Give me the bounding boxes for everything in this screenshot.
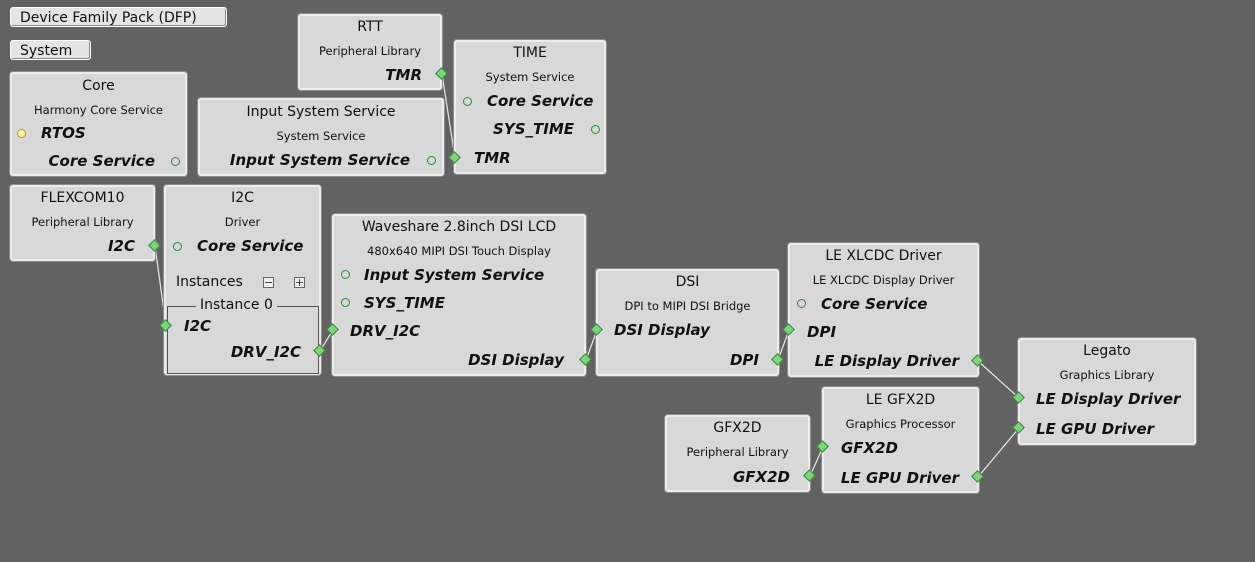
core-service-dependency: Core Service <box>487 92 594 110</box>
dependency-icon[interactable] <box>341 270 350 279</box>
capability-icon[interactable] <box>171 157 180 166</box>
le-display-driver-dependency: LE Display Driver <box>1036 390 1181 408</box>
capability-icon[interactable] <box>427 156 436 165</box>
system-button[interactable]: System <box>10 40 91 60</box>
core-component[interactable]: Core Harmony Core Service RTOS Core Serv… <box>10 72 187 176</box>
tmr-dependency: TMR <box>474 149 511 167</box>
le-gfx2d-component[interactable]: LE GFX2D Graphics Processor GFX2D LE GPU… <box>822 387 979 493</box>
component-title: FLEXCOM10 <box>40 190 125 206</box>
component-title: LE XLCDC Driver <box>825 248 942 264</box>
component-title: LE GFX2D <box>865 392 936 408</box>
component-title: RTT <box>357 19 383 35</box>
remove-instance-button[interactable]: − <box>263 276 274 289</box>
gfx2d-peripheral-component[interactable]: GFX2D Peripheral Library GFX2D <box>665 415 810 492</box>
core-service-dependency: Core Service <box>197 237 304 255</box>
sys-time-dependency: SYS_TIME <box>364 294 445 312</box>
component-subtitle: DPI to MIPI DSI Bridge <box>624 299 751 313</box>
i2c-capability: I2C <box>107 237 135 255</box>
instance-0-label: Instance 0 <box>196 297 277 313</box>
component-subtitle: Peripheral Library <box>686 445 789 459</box>
gfx2d-dependency: GFX2D <box>841 439 899 457</box>
dsi-display-capability: DSI Display <box>468 351 564 369</box>
optional-dependency-icon[interactable] <box>17 129 26 138</box>
gfx2d-capability: GFX2D <box>732 468 790 486</box>
rtt-component[interactable]: RTT Peripheral Library TMR <box>298 14 442 90</box>
legato-component[interactable]: Legato Graphics Library LE Display Drive… <box>1018 338 1196 445</box>
component-subtitle: Graphics Library <box>1059 368 1155 382</box>
component-subtitle: Harmony Core Service <box>34 103 163 117</box>
flexcom10-component[interactable]: FLEXCOM10 Peripheral Library I2C <box>10 185 155 261</box>
component-subtitle: Graphics Processor <box>845 417 956 431</box>
i2c-driver-component[interactable]: I2C Driver Core Service Instances − + In… <box>164 185 321 375</box>
le-gpu-driver-dependency: LE GPU Driver <box>1036 420 1155 438</box>
dependency-icon[interactable] <box>341 298 350 307</box>
i2c-dependency: I2C <box>184 317 212 335</box>
component-title: Core <box>82 78 115 94</box>
le-xlcdc-driver-component[interactable]: LE XLCDC Driver LE XLCDC Display Driver … <box>788 243 979 377</box>
core-service-dependency: Core Service <box>821 295 928 313</box>
component-title: Waveshare 2.8inch DSI LCD <box>361 219 557 235</box>
core-service-capability: Core Service <box>48 152 155 170</box>
capability-icon[interactable] <box>591 125 600 134</box>
le-gpu-driver-capability: LE GPU Driver <box>840 469 959 487</box>
component-subtitle: System Service <box>485 70 575 84</box>
dpi-capability: DPI <box>729 351 759 369</box>
component-title: GFX2D <box>713 420 762 436</box>
dfp-button[interactable]: Device Family Pack (DFP) <box>10 7 227 27</box>
dpi-dependency: DPI <box>807 323 837 341</box>
component-title: TIME <box>513 45 547 61</box>
input-system-service-component[interactable]: Input System Service System Service Inpu… <box>198 98 444 176</box>
le-display-driver-capability: LE Display Driver <box>814 352 959 370</box>
component-subtitle: Driver <box>224 215 261 229</box>
component-subtitle: Peripheral Library <box>31 215 134 229</box>
component-subtitle: Peripheral Library <box>318 44 422 58</box>
component-title: Legato <box>1083 343 1131 359</box>
component-title: I2C <box>231 190 254 206</box>
tmr-capability: TMR <box>385 66 422 84</box>
input-system-service-dependency: Input System Service <box>364 266 545 284</box>
dsi-bridge-component[interactable]: DSI DPI to MIPI DSI Bridge DSI Display D… <box>596 269 779 376</box>
dependency-icon[interactable] <box>173 242 182 251</box>
drv-i2c-capability: DRV_I2C <box>230 343 301 361</box>
component-subtitle: 480x640 MIPI DSI Touch Display <box>367 244 551 258</box>
drv-i2c-dependency: DRV_I2C <box>350 322 421 340</box>
dsi-display-dependency: DSI Display <box>614 321 710 339</box>
time-component[interactable]: TIME System Service Core Service SYS_TIM… <box>454 40 606 174</box>
component-subtitle: System Service <box>276 129 366 143</box>
dependency-icon[interactable] <box>797 299 806 308</box>
component-subtitle: LE XLCDC Display Driver <box>812 273 955 287</box>
sys-time-capability: SYS_TIME <box>493 120 574 138</box>
add-instance-button[interactable]: + <box>294 276 305 289</box>
waveshare-lcd-component[interactable]: Waveshare 2.8inch DSI LCD 480x640 MIPI D… <box>332 214 586 376</box>
rtos-dependency: RTOS <box>41 124 86 142</box>
component-title: DSI <box>675 274 700 290</box>
instances-label: Instances <box>176 274 243 290</box>
component-title: Input System Service <box>246 104 396 120</box>
dependency-icon[interactable] <box>463 97 472 106</box>
input-system-service-capability: Input System Service <box>229 151 410 169</box>
